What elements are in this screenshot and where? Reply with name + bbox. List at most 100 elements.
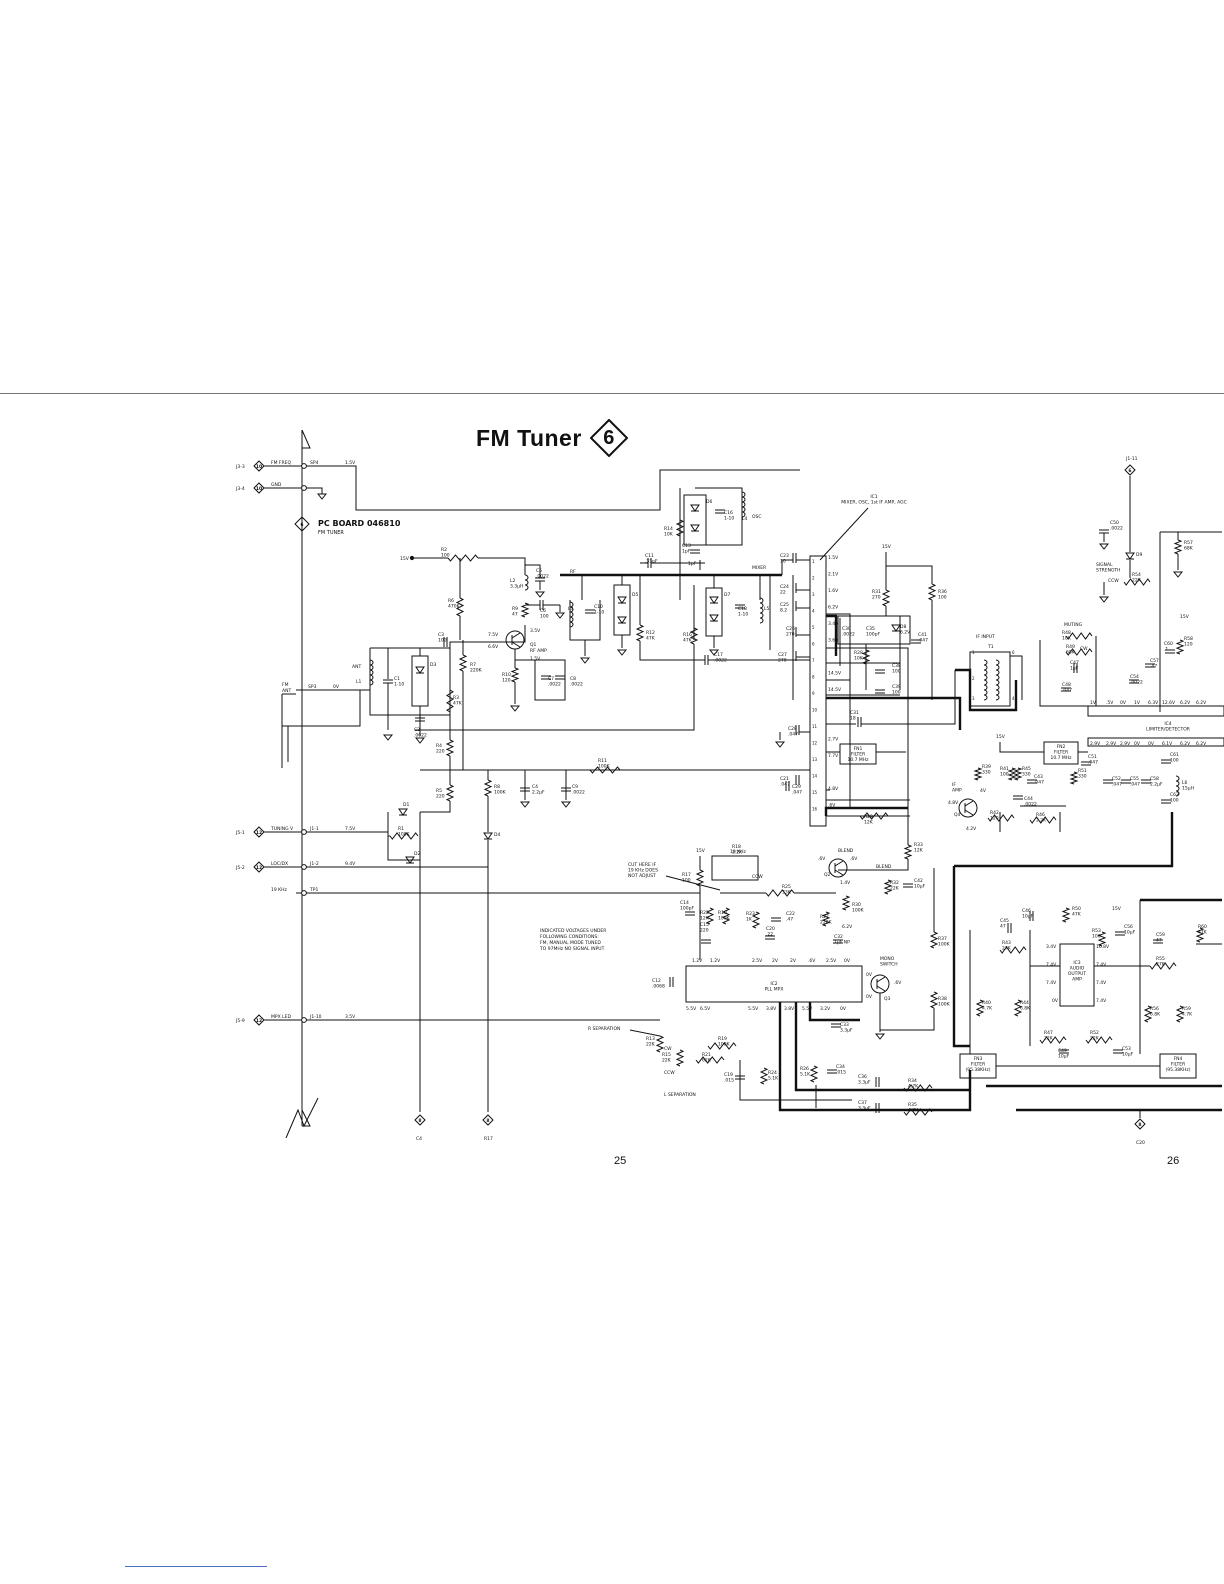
j1-11-label: J1-11	[1125, 456, 1138, 462]
component-ref: L3	[568, 606, 574, 612]
component-ref: C22	[786, 911, 795, 917]
component-value: 62K	[702, 1058, 712, 1064]
component-ref: D8	[900, 624, 906, 630]
component-ref: R33	[914, 842, 923, 848]
component-ref: R38	[938, 996, 947, 1002]
d5-block	[613, 584, 631, 636]
ic1-pin-number: 5	[812, 625, 815, 630]
component-ref: C58	[1150, 776, 1159, 782]
r18-block	[711, 855, 759, 881]
ic2-top-voltage: 1.2V	[692, 958, 703, 964]
footer-rule	[125, 1566, 267, 1567]
t1-coil-icon	[995, 674, 1000, 681]
fn3-label: FN3	[974, 1056, 983, 1062]
wire	[778, 1002, 972, 1112]
ic3-label: OUTPUT	[1068, 971, 1087, 977]
component-ref: R5	[436, 788, 442, 794]
component-value: .047	[780, 782, 790, 788]
component-value: 10K	[854, 656, 864, 662]
component-ref: C5	[536, 568, 542, 574]
component-value: .0022	[842, 632, 855, 638]
l-separation-label: L SEPARATION	[664, 1092, 696, 1098]
component-ref: C21	[780, 776, 789, 782]
resistor-symbol	[458, 654, 468, 672]
blend-label: BLEND	[876, 864, 892, 870]
connector-volts: 3.5V	[345, 1014, 356, 1020]
component-ref: R16	[683, 632, 692, 638]
terminal-icon	[301, 1017, 307, 1023]
q2-voltage: .6V	[818, 856, 826, 862]
ground-icon	[382, 734, 394, 741]
q2-voltage: 1.4V	[840, 880, 851, 886]
ic1-pin-number: 7	[812, 658, 815, 663]
ic4-mid-voltage: 2.9V	[1090, 741, 1101, 747]
r17-diamond-icon	[482, 1114, 494, 1126]
diamond-label: 8	[486, 1118, 489, 1124]
component-value: 3.3μH	[510, 584, 523, 590]
component-value: 18	[850, 716, 856, 722]
component-value: 47	[1156, 938, 1162, 944]
connector-diamond-icon	[253, 826, 265, 838]
component-value: 1-10	[724, 516, 734, 522]
t1-label: T1	[987, 644, 994, 650]
connector-sp: SP4	[310, 460, 319, 466]
t1-coil-icon	[983, 669, 988, 676]
component-value: .015	[724, 1078, 734, 1084]
component-value: .0022	[548, 682, 561, 688]
component-ref: C42	[914, 878, 923, 884]
ic3-voltage: 7.4V	[1096, 980, 1107, 986]
resistor-symbol	[1173, 539, 1183, 555]
ccw-label: CCW	[1108, 578, 1119, 584]
component-value: 5.1K	[768, 1076, 779, 1082]
l6-coil-icon	[1175, 775, 1180, 782]
component-ref: C29	[792, 784, 801, 790]
fn3-label: FILTER	[971, 1062, 986, 1068]
l6-coil-icon	[1175, 780, 1180, 787]
component-ref: D4	[494, 832, 500, 838]
component-value: 220	[436, 794, 445, 800]
component-ref: R8	[494, 784, 500, 790]
component-value: .047	[788, 732, 798, 738]
ic1-pin-voltage: 3.4V	[828, 621, 839, 627]
component-ref: C54	[1130, 674, 1139, 680]
resistor-symbol	[1149, 962, 1177, 970]
resistor-symbol	[1061, 907, 1071, 923]
resistor-symbol	[1097, 931, 1107, 947]
component-ref: D6	[706, 499, 712, 505]
wire	[449, 625, 526, 648]
component-ref: C35	[866, 626, 875, 632]
component-value: .47	[1150, 664, 1157, 670]
r-separation-label: R SEPARATION	[588, 1026, 620, 1032]
resistor-symbol	[765, 889, 795, 897]
v15-label: 15V	[696, 848, 706, 854]
wire	[301, 1109, 311, 1127]
component-value: 47K	[1198, 930, 1208, 936]
component-value: 10μF	[1124, 930, 1136, 936]
pin-number: 1	[972, 650, 975, 655]
component-value: 100K	[494, 790, 507, 796]
ic3-voltage: 3.4V	[1046, 944, 1057, 950]
page-number-left: 25	[614, 1155, 627, 1167]
component-value: 1K	[746, 917, 753, 923]
resistor-symbol	[903, 1084, 933, 1092]
component-value: .0022	[536, 574, 549, 580]
wire	[955, 668, 1018, 712]
terminal-icon	[301, 485, 307, 491]
component-value: .0068	[652, 984, 665, 990]
component-value: 100	[1000, 772, 1009, 778]
connector-label: TUNING V	[270, 826, 294, 832]
component-value: 10μF	[1122, 1052, 1134, 1058]
resistor-symbol	[1175, 639, 1185, 655]
wire	[794, 1002, 970, 1092]
resistor-symbol	[1123, 578, 1151, 586]
component-value: 33K	[782, 890, 792, 896]
component-value: .047	[1034, 780, 1044, 786]
wire	[1010, 655, 1023, 700]
component-ref: R59	[1182, 1006, 1191, 1012]
ic4-mid-voltage: 2.9V	[1106, 741, 1117, 747]
fn4-filter-block	[1159, 1053, 1197, 1079]
component-value: 27K	[1002, 946, 1012, 952]
component-value: 2.2μF	[1150, 782, 1163, 788]
component-value: .22	[766, 932, 773, 938]
d4-diode-icon	[483, 832, 493, 840]
